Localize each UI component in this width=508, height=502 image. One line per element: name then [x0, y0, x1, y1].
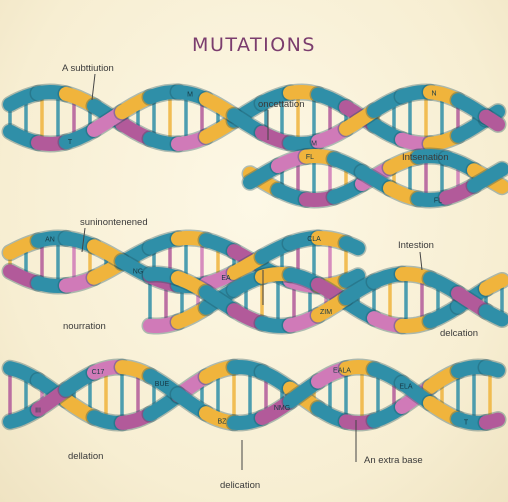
- helix-row-1-backbone-segment: [486, 117, 498, 125]
- helix-row-3-backbone-segment: [346, 243, 358, 248]
- helix-row-1-base-letter: N: [431, 91, 436, 98]
- helix-row-4-base-letter: ZIM: [320, 309, 332, 316]
- label-intsenation: Intsenation: [402, 152, 448, 163]
- label-dellation: dellation: [68, 451, 103, 462]
- helix-row-5-backbone-segment: [486, 368, 498, 371]
- helix-row-5-base-letter: T: [464, 419, 469, 426]
- label-suninontenened: suninontenened: [80, 217, 148, 228]
- label-oncettation: oncettation: [258, 99, 304, 110]
- helix-row-3-backbone-segment: [346, 276, 358, 281]
- helix-row-3-base-letter: CLA: [307, 236, 321, 243]
- label-a-substitution: A subttiution: [62, 63, 114, 74]
- helix-row-5-base-letter: BUE: [155, 381, 170, 388]
- helix-row-5-base-letter: BZ: [218, 418, 228, 425]
- helix-row-5-base-letter: EALA: [333, 368, 351, 375]
- helix-row-1-base-letter: M: [311, 141, 317, 148]
- label-delication: delication: [220, 480, 260, 491]
- helix-row-1-base-letter: M: [187, 92, 193, 99]
- helix-row-5-base-letter: C17: [92, 369, 105, 376]
- diagram-title: MUTATIONS: [0, 34, 508, 56]
- helix-row-2-base-letter: FL: [306, 154, 314, 161]
- helix-backbones: [10, 92, 502, 423]
- label-intestion: Intestion: [398, 240, 434, 251]
- helix-row-2-base-letter: FL: [434, 197, 442, 204]
- helix-row-5-backbone-segment: [486, 420, 498, 423]
- helix-row-5-base-letter: III: [35, 408, 41, 415]
- helix-row-3-base-letter: EA: [221, 275, 231, 282]
- helix-row-1-base-letter: T: [68, 139, 73, 146]
- helix-row-4-backbone-segment: [486, 311, 502, 319]
- helix-row-3-base-letter: AN: [45, 236, 55, 243]
- helix-row-3-base-letter: NG: [133, 268, 144, 275]
- label-nourration: nourration: [63, 321, 106, 332]
- helix-row-4-backbone-segment: [486, 281, 502, 289]
- helix-row-5-base-letter: NMG: [274, 405, 290, 412]
- label-delcation: delcation: [440, 328, 478, 339]
- label-an-extra-base: An extra base: [364, 455, 423, 466]
- helix-row-5-base-letter: ELA: [399, 384, 413, 391]
